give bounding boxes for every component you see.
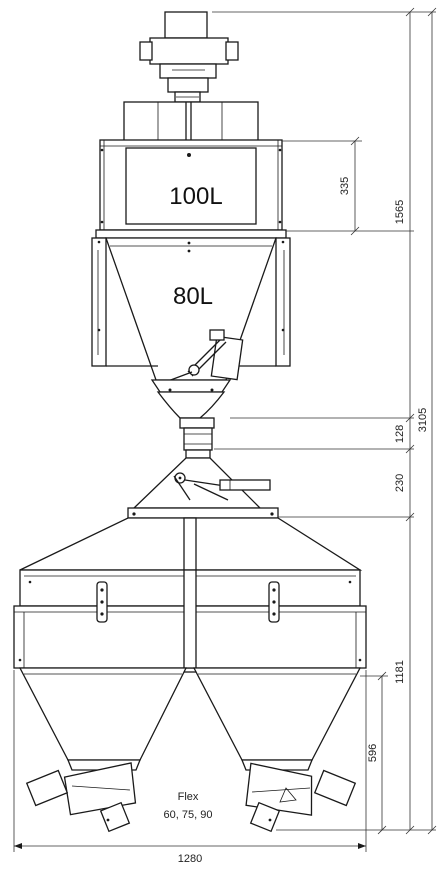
dim-upper-hopper-height: 335	[339, 177, 351, 195]
valve-actuator	[159, 329, 244, 385]
dim-total-height: 3105	[417, 408, 429, 432]
right-outlet	[245, 762, 357, 833]
dim-weigh-section: 230	[394, 474, 406, 492]
left-outlet	[25, 762, 137, 833]
model-variants-label: 60, 75, 90	[164, 809, 213, 821]
lower-hopper-label: 80L	[173, 283, 213, 310]
twin-hoppers	[13, 517, 367, 833]
lower-hopper	[91, 229, 291, 393]
dim-outlet-height: 596	[367, 744, 379, 762]
dim-valve-section: 128	[394, 425, 406, 443]
model-name-label: Flex	[178, 791, 199, 803]
dim-to-upper-hopper: 1565	[394, 200, 406, 224]
discharge-neck	[156, 391, 226, 459]
motor	[139, 11, 239, 103]
upper-hopper	[99, 101, 283, 231]
diverter-actuator	[173, 472, 271, 501]
dim-total-width: 1280	[178, 853, 202, 865]
weigh-section	[127, 457, 279, 519]
upper-hopper-label: 100L	[169, 183, 222, 210]
triangle-icon	[279, 787, 297, 803]
dimension-lines	[13, 7, 437, 852]
dim-lower-section: 1181	[394, 660, 406, 684]
